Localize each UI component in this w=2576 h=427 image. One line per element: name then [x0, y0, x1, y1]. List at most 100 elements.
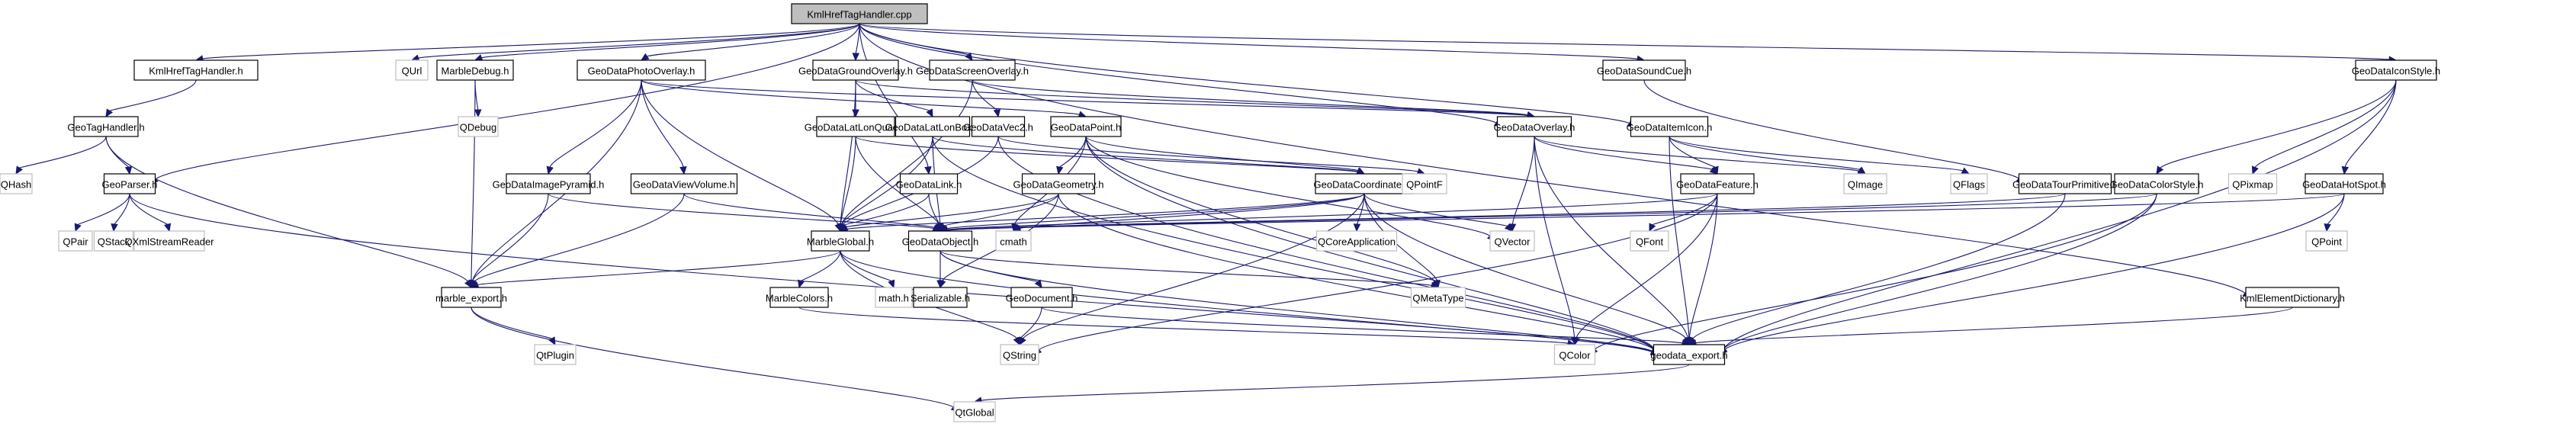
- node-geodata-export-h[interactable]: geodata_export.h: [1650, 344, 1728, 365]
- node-label: QFlags: [1953, 179, 1985, 191]
- edge-root-to-marble-debug-h: [474, 23, 860, 62]
- node-box: [1050, 116, 1122, 137]
- node-geo-document-h[interactable]: GeoDocument.h: [1006, 287, 1078, 308]
- edge-line: [846, 193, 1059, 228]
- node-geo-data-overlay-h[interactable]: GeoDataOverlay.h: [1494, 116, 1575, 137]
- node-geo-data-lat-lon-box-h[interactable]: GeoDataLatLonBox.h: [885, 116, 981, 137]
- node-label: GeoDataSoundCue.h: [1597, 66, 1691, 77]
- node-label: GeoDataColorStyle.h: [2110, 179, 2204, 191]
- node-geo-data-object-h[interactable]: GeoDataObject.h: [902, 230, 978, 252]
- edge-geo-data-ground-overlay-h-to-geo-data-lat-lon-box-h: [855, 79, 933, 118]
- node-marble-export-h[interactable]: marble_export.h: [435, 287, 507, 308]
- edge-geo-data-feature-h-to-geodata-export-h: [1685, 193, 1718, 346]
- edge-geo-parser-h-to-qstack: [111, 193, 130, 233]
- node-kml-href-tag-handler-h[interactable]: KmlHrefTagHandler.h: [133, 59, 259, 81]
- edge-line: [855, 79, 1528, 116]
- edge-line: [859, 23, 2246, 294]
- edge-geo-data-color-style-h-to-geo-data-object-h: [939, 193, 2157, 234]
- edge-geo-data-item-icon-h-to-geodata-export-h: [1669, 136, 1693, 346]
- arrowhead-icon: [888, 279, 895, 289]
- node-geo-data-ground-overlay-h[interactable]: GeoDataGroundOverlay.h: [798, 59, 913, 81]
- edge-line: [2327, 193, 2345, 225]
- node-geo-tag-handler-h[interactable]: GeoTagHandler.h: [67, 116, 145, 137]
- edge-line: [1575, 193, 1718, 339]
- edge-line: [105, 136, 468, 282]
- edge-line: [981, 364, 1690, 401]
- node-marble-global-h[interactable]: MarbleGlobal.h: [807, 230, 874, 252]
- node-geo-parser-h[interactable]: GeoParser.h: [102, 173, 158, 194]
- edge-line: [1595, 193, 2157, 350]
- node-geo-data-tour-primitive-h[interactable]: GeoDataTourPrimitive.h: [2012, 173, 2118, 194]
- node-geo-data-link-h[interactable]: GeoDataLink.h: [896, 173, 962, 194]
- node-marble-colors-h[interactable]: MarbleColors.h: [766, 287, 833, 308]
- node-qpair: QPair: [58, 230, 93, 252]
- node-geo-data-coordinates-h[interactable]: GeoDataCoordinates.h: [1314, 173, 1415, 194]
- node-label: MarbleDebug.h: [442, 66, 509, 77]
- edge-geo-data-object-h-to-qmeta-type: [940, 250, 1440, 289]
- edge-line: [472, 193, 549, 281]
- node-root[interactable]: KmlHrefTagHandler.cpp: [791, 3, 928, 24]
- node-box: [395, 59, 429, 81]
- node-serializable-h[interactable]: Serializable.h: [911, 287, 970, 308]
- node-label: QHash: [1, 179, 31, 191]
- node-geo-data-photo-overlay-h[interactable]: GeoDataPhotoOverlay.h: [577, 59, 706, 81]
- edge-geo-data-photo-overlay-h-to-marble-global-h: [641, 79, 842, 233]
- edge-line: [859, 23, 1638, 59]
- node-geo-data-image-pyramid-h[interactable]: GeoDataImagePyramid.h: [493, 173, 605, 194]
- node-geo-data-sound-cue-h[interactable]: GeoDataSoundCue.h: [1597, 59, 1691, 81]
- edge-line: [940, 250, 1653, 352]
- node-geo-data-vec2-h[interactable]: GeoDataVec2.h: [963, 116, 1033, 137]
- edge-marble-export-h-to-qt-plugin: [471, 307, 556, 346]
- node-box: [1000, 344, 1039, 365]
- edge-line: [1058, 193, 1654, 350]
- edge-line: [1020, 193, 1365, 229]
- node-geo-data-point-h[interactable]: GeoDataPoint.h: [1050, 116, 1122, 137]
- node-geo-data-geometry-h[interactable]: GeoDataGeometry.h: [1013, 173, 1104, 194]
- node-qdebug: QDebug: [458, 116, 499, 137]
- node-box: [971, 116, 1026, 137]
- node-label: QtPlugin: [536, 350, 574, 361]
- node-marble-debug-h[interactable]: MarbleDebug.h: [436, 59, 514, 81]
- arrowhead-icon: [546, 165, 554, 175]
- edge-root-to-geo-data-ground-overlay-h: [852, 23, 860, 62]
- node-box: [929, 59, 1016, 81]
- node-box: [875, 287, 913, 308]
- node-qcolor: QColor: [1553, 344, 1596, 365]
- node-box: [913, 287, 968, 308]
- node-label: GeoDataImagePyramid.h: [493, 179, 605, 191]
- arrowhead-icon: [1857, 166, 1866, 175]
- node-qt-plugin: QtPlugin: [534, 344, 577, 365]
- edge-geo-data-coordinates-h-to-qvector: [1363, 193, 1513, 232]
- node-box: [458, 116, 499, 137]
- arrowhead-icon: [1433, 279, 1441, 289]
- edge-geo-data-icon-style-h-to-geodata-export-h: [1719, 79, 2397, 356]
- node-geo-data-view-volume-h[interactable]: GeoDataViewVolume.h: [630, 173, 738, 194]
- edge-line: [1643, 79, 2019, 179]
- edge-geo-data-view-volume-h-to-marble-export-h: [471, 193, 685, 289]
- node-label: QXmlStreamReader: [124, 236, 214, 248]
- edge-geo-data-photo-overlay-h-to-geo-data-image-pyramid-h: [546, 79, 642, 175]
- node-geo-data-icon-style-h[interactable]: GeoDataIconStyle.h: [2352, 59, 2440, 81]
- edge-geo-data-image-pyramid-h-to-geo-data-object-h: [548, 193, 942, 233]
- edge-line: [77, 193, 130, 226]
- node-label: marble_export.h: [435, 293, 507, 304]
- arrowhead-icon: [797, 279, 805, 289]
- edge-geo-data-hot-spot-h-to-geodata-export-h: [1719, 193, 2345, 355]
- edge-line: [932, 136, 1358, 172]
- edge-marble-debug-h-to-marble-export-h: [467, 79, 476, 289]
- arrowhead-icon: [1353, 223, 1361, 233]
- node-geo-data-feature-h[interactable]: GeoDataFeature.h: [1676, 173, 1759, 194]
- node-geo-data-item-icon-h[interactable]: GeoDataItemIcon.h: [1627, 116, 1713, 137]
- node-kml-element-dictionary-h[interactable]: KmlElementDictionary.h: [2240, 287, 2345, 308]
- node-geo-data-color-style-h[interactable]: GeoDataColorStyle.h: [2110, 173, 2204, 194]
- edge-root-to-geo-data-sound-cue-h: [859, 23, 1646, 63]
- node-geo-data-screen-overlay-h[interactable]: GeoDataScreenOverlay.h: [916, 59, 1029, 81]
- node-label: GeoDataScreenOverlay.h: [916, 66, 1029, 77]
- edge-line: [1511, 136, 1535, 225]
- arrowhead-icon: [2251, 165, 2259, 175]
- node-box: [812, 59, 899, 81]
- node-box: [93, 230, 134, 252]
- node-geo-data-lat-lon-quad-h[interactable]: GeoDataLatLonQuad.h: [805, 116, 907, 137]
- node-geo-data-hot-spot-h[interactable]: GeoDataHotSpot.h: [2302, 173, 2386, 194]
- edge-line: [683, 193, 935, 228]
